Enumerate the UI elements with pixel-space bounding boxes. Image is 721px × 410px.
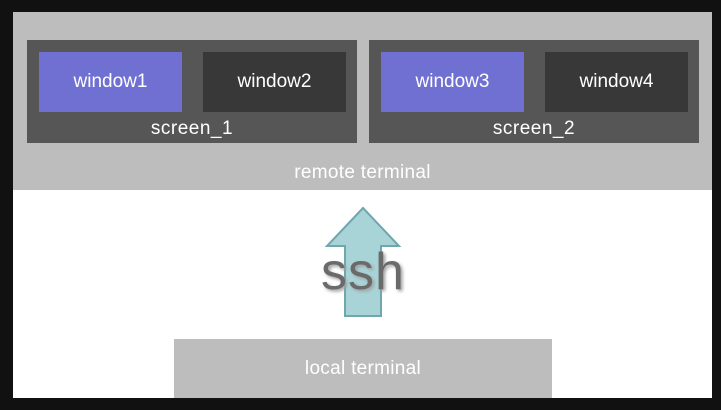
- diagram-frame: window1 window2 screen_1 window3 window4…: [13, 12, 712, 398]
- window-3: window3: [381, 52, 524, 112]
- remote-terminal-label: remote terminal: [294, 162, 431, 183]
- window-4-label: window4: [579, 71, 654, 92]
- screen-2-label: screen_2: [492, 118, 576, 139]
- window-1: window1: [39, 52, 182, 112]
- window-3-label: window3: [415, 71, 490, 92]
- local-terminal: local terminal: [174, 339, 552, 398]
- screen-1-label: screen_1: [150, 118, 234, 139]
- screen-1: window1 window2 screen_1: [27, 40, 357, 143]
- screen-2: window3 window4 screen_2: [369, 40, 699, 143]
- local-terminal-label: local terminal: [304, 357, 422, 379]
- up-arrow-icon: [323, 206, 403, 318]
- ssh-label: ssh: [321, 243, 405, 301]
- window-1-label: window1: [73, 71, 148, 92]
- window-4: window4: [545, 52, 688, 112]
- window-2-label: window2: [237, 71, 312, 92]
- remote-terminal: window1 window2 screen_1 window3 window4…: [13, 12, 712, 190]
- window-2: window2: [203, 52, 346, 112]
